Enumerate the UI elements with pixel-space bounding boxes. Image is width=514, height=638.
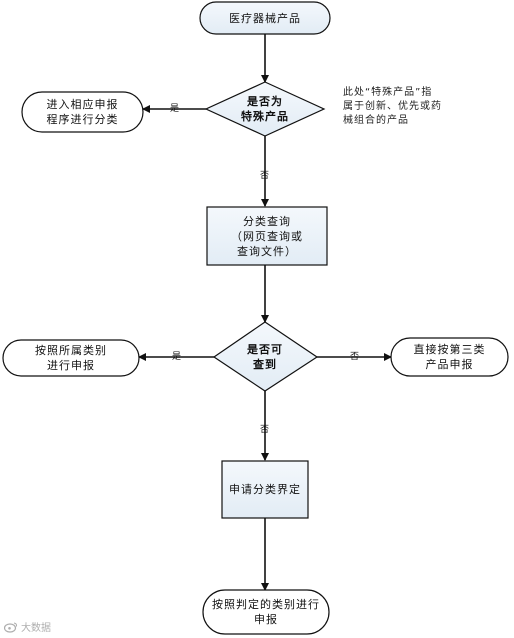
query-node — [206, 206, 328, 266]
start-node — [199, 1, 331, 35]
classify-by-category-node — [2, 339, 140, 377]
edge-label-no-3: 否 — [260, 425, 270, 435]
special-product-note: 此处“特殊产品”指 属于创新、优先或药 械组合的产品 — [343, 87, 442, 126]
class-three-label: 直接按第三类 产品申报 — [413, 343, 486, 371]
query-label: 分类查询 （网页查询或 查询文件） — [231, 214, 303, 258]
final-label: 按照判定的类别进行 申报 — [212, 598, 320, 626]
edge-label-no-1: 否 — [260, 171, 270, 181]
edge-label-yes-2: 是 — [172, 352, 182, 362]
final-node — [202, 589, 330, 635]
decision-classifiable-diamond — [212, 321, 319, 392]
class-three-node — [390, 337, 509, 377]
special-route-node — [21, 91, 144, 133]
edge-label-yes-1: 是 — [170, 104, 180, 114]
start-node-label: 医疗器械产品 — [229, 11, 301, 25]
decision-special-diamond — [204, 81, 326, 137]
edge-label-no-2: 否 — [350, 352, 360, 362]
special-route-label: 进入相应申报 程序进行分类 — [46, 98, 119, 126]
apply-definition-node — [221, 460, 309, 519]
weibo-logo-icon — [4, 622, 18, 633]
watermark-text: 大数据 — [21, 623, 51, 634]
watermark: 大数据 — [4, 619, 51, 634]
decision-special-label: 是否为 特殊产品 — [241, 95, 289, 123]
classify-by-category-label: 按照所属类别 进行申报 — [35, 344, 107, 372]
decision-classifiable-label: 是否可 查到 — [247, 343, 283, 371]
apply-definition-label: 申请分类界定 — [229, 483, 301, 496]
